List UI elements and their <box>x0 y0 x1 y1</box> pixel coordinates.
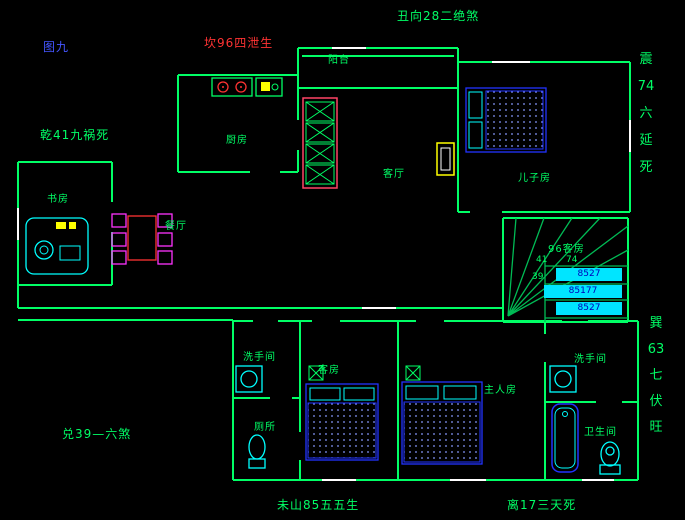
room-label-son-room: 儿子房 <box>518 173 551 184</box>
window-marks <box>17 47 631 481</box>
sofa <box>302 97 338 189</box>
bathtub <box>551 403 579 473</box>
washbasin-left <box>235 365 263 393</box>
room-label-bathroom: 卫生间 <box>584 427 617 438</box>
room-label-living: 客厅 <box>383 169 405 180</box>
stair-number-1: 41 <box>536 255 548 265</box>
room-label-toilet-room: 厕所 <box>254 422 276 433</box>
figure-number-label: 图九 <box>43 40 70 54</box>
room-label-balcony: 阳台 <box>328 55 350 66</box>
stair-number-2: 74 <box>566 255 578 265</box>
annotation-north: 坎96四泄生 <box>204 36 274 50</box>
room-label-bath-right: 洗手间 <box>574 354 607 365</box>
room-label-study: 书房 <box>47 194 69 205</box>
room-label-stair-area: 96客房 <box>548 244 585 255</box>
stair-number-3: 39 <box>532 272 544 282</box>
stair-tread-highlight-3: 8527 <box>556 302 622 315</box>
stair-tread-highlight-2: 85177 <box>544 285 622 298</box>
guest-bed <box>305 365 379 461</box>
son-bed <box>465 87 547 153</box>
annotation-east: 震 74 六 延 死 <box>637 52 655 175</box>
washbasin-right <box>549 365 577 393</box>
stove <box>211 77 253 97</box>
annotation-south: 离17三天死 <box>507 498 577 512</box>
toilet-left <box>248 434 266 469</box>
dining-set <box>111 213 173 265</box>
toilet-right <box>599 441 621 475</box>
room-label-bath-left: 洗手间 <box>243 352 276 363</box>
room-label-dining: 餐厅 <box>165 221 187 232</box>
annotation-west: 兑39—六煞 <box>62 427 132 441</box>
room-label-guest-room: 客房 <box>318 365 340 376</box>
annotation-northwest: 乾41九祸死 <box>40 128 110 142</box>
master-bed <box>401 365 483 465</box>
stair-tread-highlight-1: 8527 <box>556 268 622 281</box>
annotation-southwest: 未山85五五生 <box>277 498 360 512</box>
room-label-kitchen: 厨房 <box>226 135 248 146</box>
annotation-southeast: 巽 63 七 伏 旺 <box>647 316 665 435</box>
annotation-northeast: 丑向28二绝煞 <box>397 9 480 23</box>
tv <box>436 142 455 176</box>
room-label-master-room: 主人房 <box>484 385 517 396</box>
kitchen-cabinet <box>255 77 283 97</box>
study-desk <box>25 217 89 275</box>
